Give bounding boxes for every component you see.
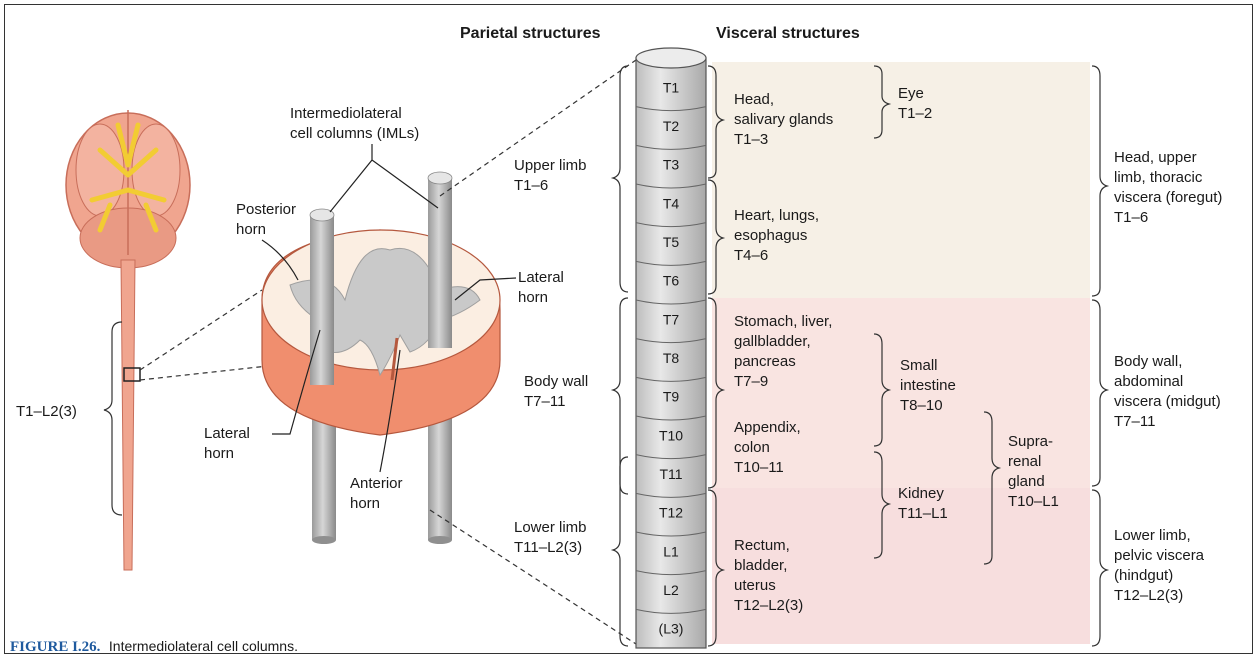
suprarenal-range-label: T10–L1 [1008,493,1059,510]
segment-label: T5 [663,234,680,250]
segment-label: T4 [663,195,680,211]
head-range-label: T1–3 [734,131,768,148]
uterus-label: uterus [734,577,776,594]
body-wall-label-line2: T7–11 [524,393,565,410]
bladder-label: bladder, [734,557,787,574]
heart-range-label: T4–6 [734,247,768,264]
hindgut-label-line2: pelvic viscera [1114,547,1205,564]
small-intestine-range-label: T8–10 [900,397,943,414]
appendix-label: Appendix, [734,419,801,436]
segment-label: T12 [659,505,683,521]
eye-label: Eye [898,85,924,102]
segment-label: T1 [663,79,680,95]
salivary-glands-label: salivary glands [734,111,833,128]
leader-line [140,366,268,380]
stomach-label: Stomach, liver, [734,313,832,330]
visceral-header: Visceral structures [716,25,860,42]
figure-caption: FIGURE I.26. Intermediolateral cell colu… [10,638,298,655]
gland-label: gland [1008,473,1045,490]
appendix-range-label: T10–11 [734,459,784,476]
segment-label: (L3) [659,621,684,637]
range-bracket [104,322,122,515]
segment-label: L2 [663,582,679,598]
body-wall-label-line1: Body wall [524,373,588,390]
midgut-label-line2: abdominal [1114,373,1183,390]
segment-label: T2 [663,118,680,134]
iml-pointer [330,144,438,212]
iml-label-line1: Intermediolateral [290,105,402,122]
lateral-horn-left-line1: Lateral [204,425,250,442]
iml-label-line2: cell columns (IMLs) [290,125,419,142]
colon-label: colon [734,439,770,456]
suprarenal-label: Supra- [1008,433,1053,450]
segment-label: T7 [663,311,680,327]
renal-label: renal [1008,453,1041,470]
lower-limb-label-line1: Lower limb [514,519,587,536]
stomach-range-label: T7–9 [734,373,768,390]
region-labels: Head, upper limb, thoracic viscera (fore… [1114,149,1222,604]
anterior-horn-label-line2: horn [350,495,380,512]
kidney-label: Kidney [898,485,944,502]
segment-label: T3 [663,157,680,173]
hindgut-label-line1: Lower limb, [1114,527,1191,544]
head-label: Head, [734,91,774,108]
small-intestine-label: Small [900,357,938,374]
upper-limb-label-line1: Upper limb [514,157,587,174]
segment-label: L1 [663,543,679,559]
esophagus-label: esophagus [734,227,807,244]
rectum-range-label: T12–L2(3) [734,597,803,614]
posterior-horn-label-line2: horn [236,221,266,238]
lateral-horn-left-line2: horn [204,445,234,462]
leader-line [440,60,636,196]
foregut-range-label: T1–6 [1114,209,1148,226]
brain-illustration [66,110,190,570]
cord-range-label: T1–L2(3) [16,403,77,420]
eye-range-label: T1–2 [898,105,932,122]
segment-label: T6 [663,273,680,289]
lower-limb-label-line2: T11–L2(3) [514,539,582,556]
segment-label: T8 [663,350,680,366]
segment-label: T11 [659,466,682,482]
hindgut-label-line3: (hindgut) [1114,567,1173,584]
midgut-label-line1: Body wall, [1114,353,1182,370]
lateral-horn-right-line1: Lateral [518,269,564,286]
segment-label: T10 [659,427,683,443]
rectum-label: Rectum, [734,537,790,554]
kidney-range-label: T11–L1 [898,505,948,522]
parietal-header: Parietal structures [460,25,601,42]
heart-lungs-label: Heart, lungs, [734,207,819,224]
midgut-label-line3: viscera (midgut) [1114,393,1221,410]
pancreas-label: pancreas [734,353,796,370]
caption-text: Intermediolateral cell columns. [109,638,298,654]
foregut-label-line2: limb, thoracic [1114,169,1203,186]
posterior-horn-label-line1: Posterior [236,201,296,218]
intestine-label: intestine [900,377,956,394]
upper-limb-label-line2: T1–6 [514,177,548,194]
segment-label: T9 [663,389,680,405]
anterior-horn-label-line1: Anterior [350,475,403,492]
gallbladder-label: gallbladder, [734,333,811,350]
lateral-horn-right-line2: horn [518,289,548,306]
hindgut-range-label: T12–L2(3) [1114,587,1183,604]
caption-figure-number: FIGURE I.26. [10,639,101,655]
midgut-range-label: T7–11 [1114,413,1155,430]
leader-line [140,290,262,370]
foregut-label-line3: viscera (foregut) [1114,189,1222,206]
foregut-label-line1: Head, upper [1114,149,1197,166]
